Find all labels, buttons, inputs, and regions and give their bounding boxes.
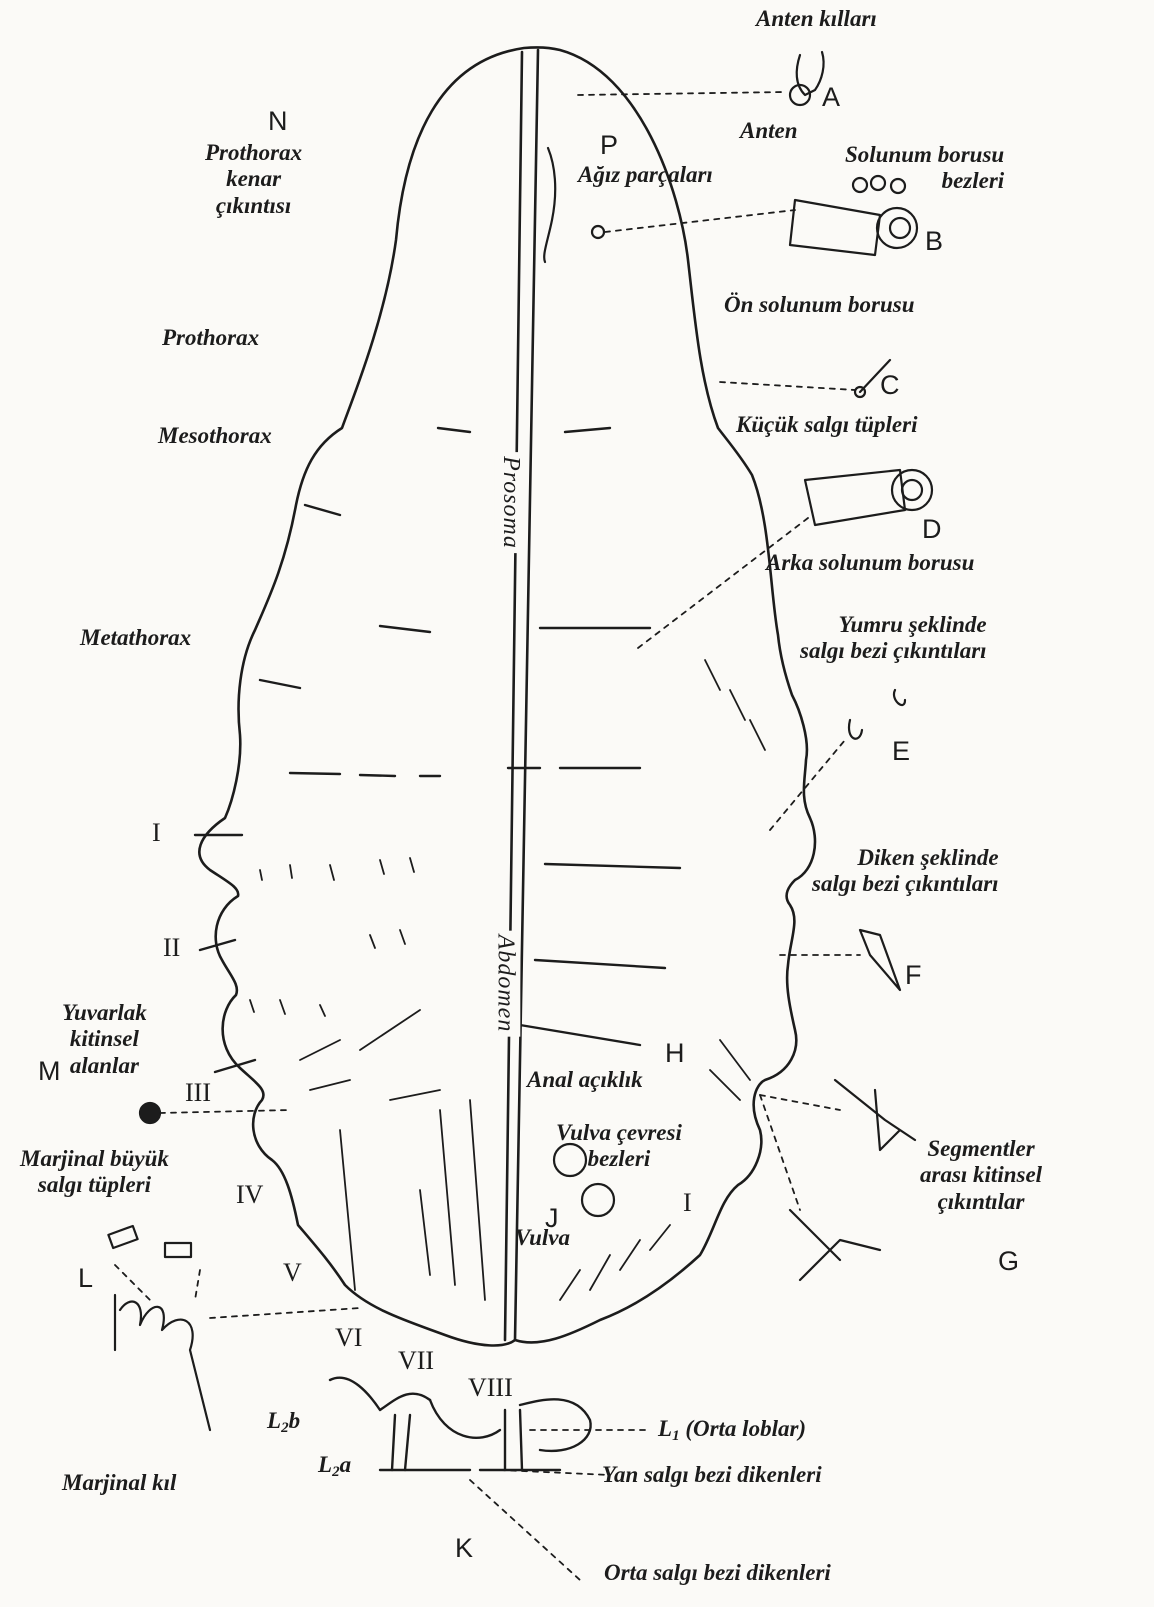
letter-a: A: [822, 84, 840, 111]
segment-i-right: I: [683, 1190, 692, 1216]
l2b-label: L2b: [267, 1408, 300, 1437]
letter-p: P: [600, 132, 618, 159]
anten-killari-label: Anten kılları: [756, 6, 877, 32]
anal-lobes: [330, 1378, 591, 1470]
l1-label: L1 (Orta loblar): [658, 1416, 806, 1445]
solunum-borusu-bezleri-label: Solunum borusu bezleri: [845, 142, 1004, 195]
segment-ii: II: [163, 935, 180, 961]
letter-e: E: [892, 738, 910, 765]
segment-iv: IV: [236, 1182, 263, 1208]
yan-salgi-label: Yan salgı bezi dikenleri: [602, 1462, 822, 1488]
anten-label: Anten: [740, 118, 798, 144]
letter-g: G: [998, 1248, 1019, 1275]
mesothorax-label: Mesothorax: [158, 423, 272, 449]
segment-v: V: [283, 1260, 302, 1286]
agiz-parcalari-label: Ağız parçaları: [578, 162, 713, 188]
vulva-label: Vulva: [515, 1225, 570, 1251]
orta-salgi-label: Orta salgı bezi dikenleri: [604, 1560, 831, 1586]
prothorax-kenar-label: Prothorax kenar çıkıntısı: [205, 140, 302, 219]
letter-c: C: [880, 372, 900, 399]
kucuk-salgi-tupleri-label: Küçük salgı tüpleri: [736, 412, 917, 438]
letter-m: M: [38, 1058, 61, 1085]
marjinal-kil-label: Marjinal kıl: [62, 1470, 176, 1496]
arka-solunum-borusu-label: Arka solunum borusu: [766, 550, 974, 576]
segment-vi: VI: [335, 1325, 362, 1351]
prosoma-label: Prosoma: [495, 452, 526, 553]
vulva-cevresi-label: Vulva çevresi bezleri: [556, 1120, 682, 1173]
prothorax-label: Prothorax: [162, 325, 259, 351]
letter-k: K: [455, 1535, 473, 1562]
segment-iii: III: [185, 1080, 211, 1106]
abdomen-label: Abdomen: [489, 931, 520, 1037]
letter-b: B: [925, 228, 943, 255]
segment-lines: [195, 428, 680, 1072]
letter-j: J: [545, 1205, 559, 1232]
segmentler-arasi-label: Segmentler arası kitinsel çıkıntılar: [920, 1136, 1042, 1215]
diken-seklinde-label: Diken şeklinde salgı bezi çıkıntıları: [812, 845, 999, 898]
on-solunum-borusu-label: Ön solunum borusu: [724, 292, 915, 318]
segment-viii: VIII: [468, 1375, 513, 1401]
letter-n: N: [268, 108, 288, 135]
anal-aciklik-label: Anal açıklık: [527, 1067, 643, 1093]
letter-f: F: [905, 962, 922, 989]
segment-vii: VII: [398, 1348, 434, 1374]
yuvarlak-kitinsel-label: Yuvarlak kitinsel alanlar: [62, 1000, 147, 1079]
metathorax-label: Metathorax: [80, 625, 191, 651]
segment-i: I: [152, 820, 161, 846]
marjinal-buyuk-label: Marjinal büyük salgı tüpleri: [20, 1146, 169, 1199]
yumru-seklinde-label: Yumru şeklinde salgı bezi çıkıntıları: [800, 612, 987, 665]
l2a-label: L2a: [318, 1452, 351, 1481]
letter-l: L: [78, 1265, 93, 1292]
letter-d: D: [922, 516, 942, 543]
letter-h: H: [665, 1040, 685, 1067]
